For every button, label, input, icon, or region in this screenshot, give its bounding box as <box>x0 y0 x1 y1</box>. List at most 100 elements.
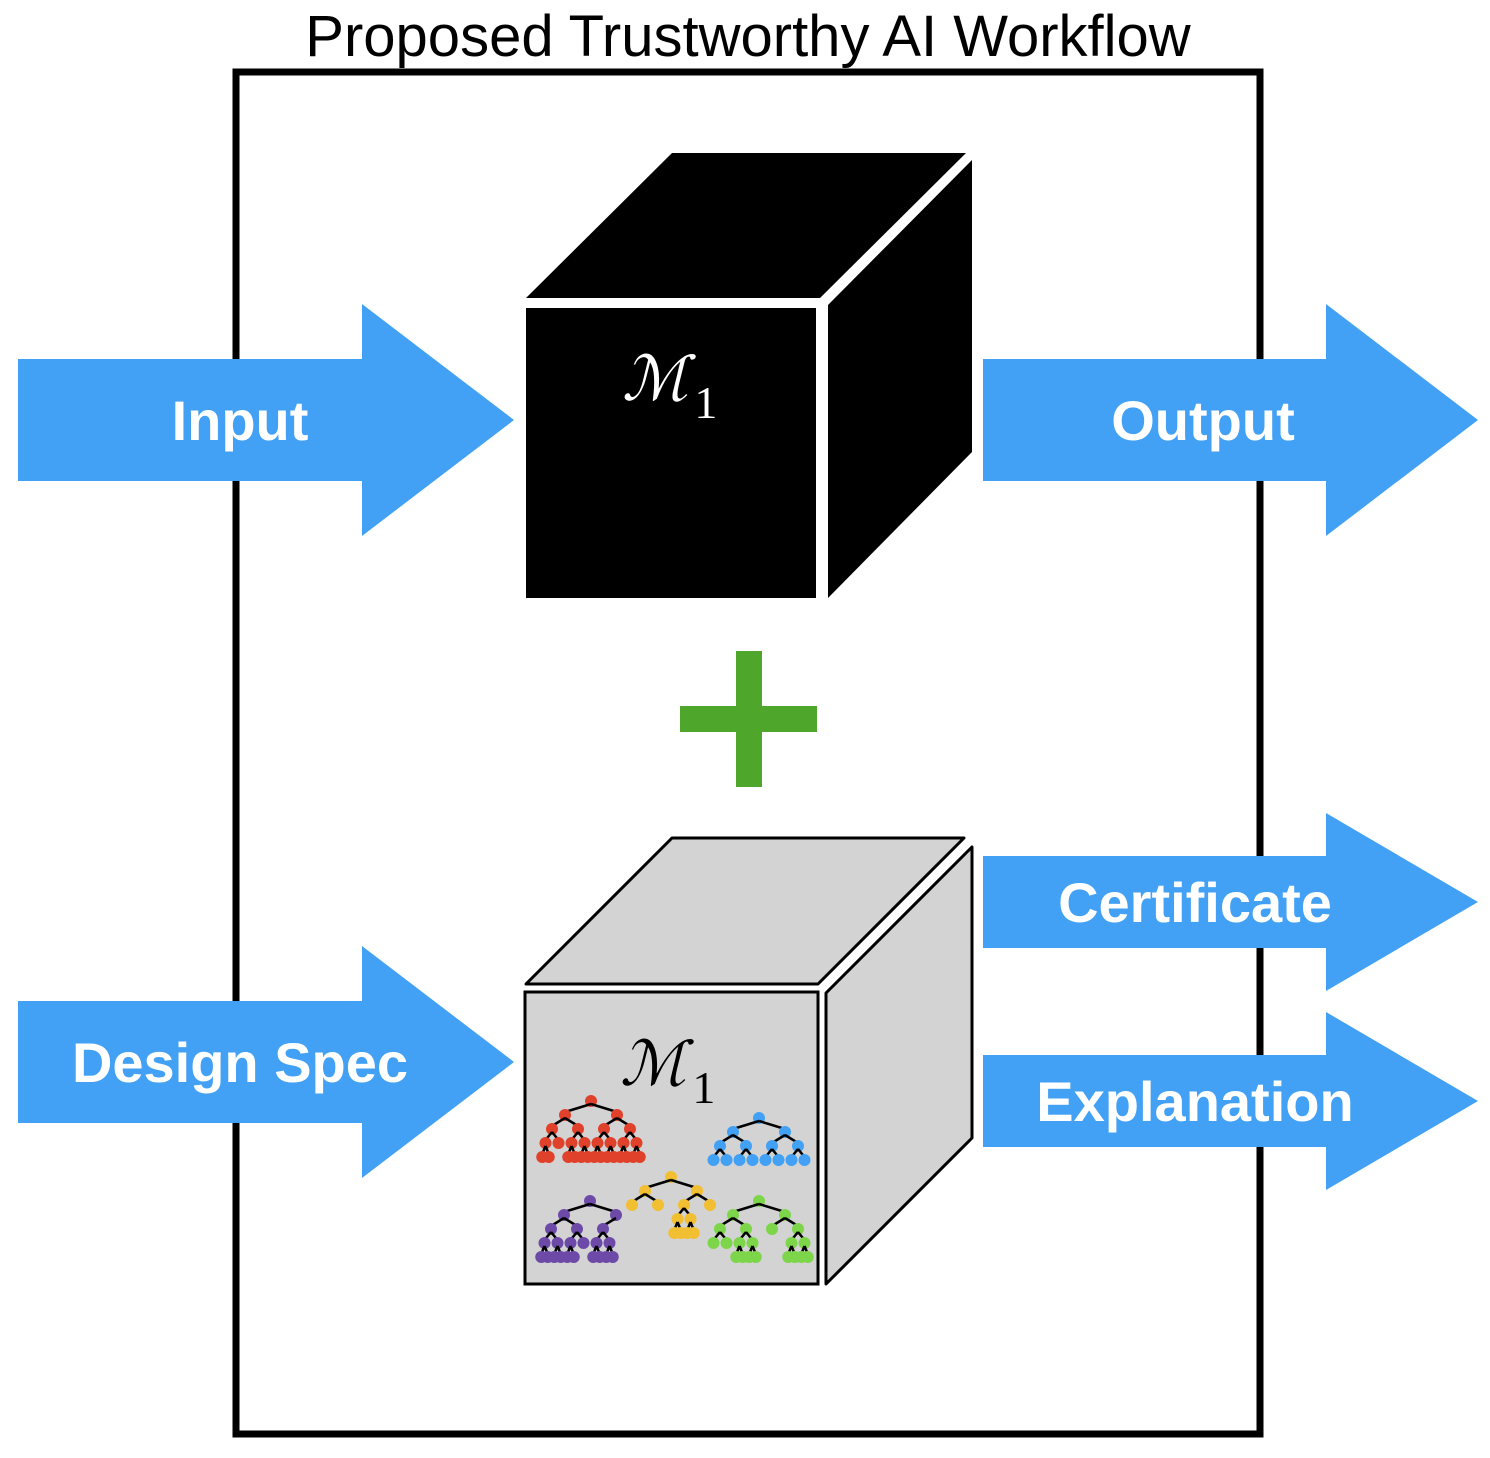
yellow-tree <box>626 1171 716 1239</box>
tree-node <box>626 1199 638 1211</box>
tree-edge <box>670 1178 698 1190</box>
red-tree <box>536 1095 646 1163</box>
black-box-front-face <box>526 308 816 598</box>
diagram-title: Proposed Trustworthy AI Workflow <box>305 4 1191 69</box>
output-arrow: Output <box>983 304 1478 536</box>
workflow-frame <box>232 68 1264 1438</box>
tree-node <box>785 1237 798 1249</box>
tree-node <box>707 1237 720 1249</box>
tree-node <box>551 1237 564 1249</box>
design-spec-arrow-label: Design Spec <box>72 1031 408 1094</box>
tree-node <box>604 1137 617 1149</box>
design-spec-arrow: Design Spec <box>18 946 514 1178</box>
tree-node <box>617 1137 630 1149</box>
tree-node <box>610 1209 622 1221</box>
tree-edge <box>732 1119 760 1131</box>
tree-node <box>671 1213 684 1225</box>
tree-node <box>639 1185 651 1197</box>
explanation-arrow-label: Explanation <box>1036 1070 1353 1133</box>
tree-node <box>678 1199 690 1211</box>
tree-node <box>624 1123 636 1135</box>
decision-trees-icon <box>535 1095 814 1263</box>
tree-node <box>630 1137 643 1149</box>
tree-node <box>740 1223 752 1235</box>
tree-node <box>590 1237 603 1249</box>
tree-node <box>759 1154 772 1166</box>
tree-node <box>707 1154 720 1166</box>
tree-node <box>766 1140 778 1152</box>
tree-node <box>598 1123 610 1135</box>
black-box-top-face <box>526 153 966 298</box>
interpretable-side-face <box>824 845 974 1286</box>
tree-node <box>539 1137 552 1149</box>
blue-tree <box>707 1112 811 1166</box>
tree-node <box>740 1140 752 1152</box>
tree-node <box>559 1109 571 1121</box>
tree-node <box>766 1223 778 1235</box>
tree-node <box>798 1154 811 1166</box>
tree-node <box>545 1223 557 1235</box>
tree-edge <box>732 1202 760 1214</box>
certificate-arrow-label: Certificate <box>1058 871 1332 934</box>
tree-node <box>720 1154 733 1166</box>
tree-node <box>714 1223 726 1235</box>
tree-node <box>691 1185 703 1197</box>
input-arrow: Input <box>18 304 514 536</box>
tree-edge <box>758 1119 786 1131</box>
tree-node <box>792 1223 804 1235</box>
tree-node <box>552 1137 565 1149</box>
tree-node <box>597 1223 609 1235</box>
purple-tree <box>535 1195 622 1263</box>
tree-node <box>633 1151 646 1163</box>
tree-edge <box>564 1102 592 1114</box>
tree-node <box>749 1251 762 1263</box>
tree-node <box>546 1123 558 1135</box>
tree-node <box>727 1209 739 1221</box>
tree-node <box>746 1237 759 1249</box>
tree-node <box>714 1140 726 1152</box>
tree-node <box>720 1237 733 1249</box>
tree-node <box>578 1137 591 1149</box>
tree-node <box>577 1237 590 1249</box>
tree-node <box>746 1154 759 1166</box>
tree-edge <box>589 1202 617 1214</box>
tree-node <box>558 1209 570 1221</box>
tree-edge <box>644 1178 672 1190</box>
tree-node <box>792 1140 804 1152</box>
tree-node <box>733 1154 746 1166</box>
input-arrow-label: Input <box>172 389 309 452</box>
tree-node <box>779 1209 791 1221</box>
tree-node <box>652 1199 664 1211</box>
tree-node <box>779 1126 791 1138</box>
tree-node <box>687 1227 700 1239</box>
certificate-arrow: Certificate <box>983 813 1478 991</box>
tree-node <box>704 1199 716 1211</box>
tree-node <box>538 1237 551 1249</box>
tree-node <box>565 1137 578 1149</box>
tree-node <box>798 1237 811 1249</box>
tree-edge <box>758 1202 786 1214</box>
tree-node <box>591 1137 604 1149</box>
tree-node <box>571 1223 583 1235</box>
green-tree <box>707 1195 814 1263</box>
tree-node <box>564 1237 577 1249</box>
plus-icon <box>680 651 817 787</box>
tree-node <box>542 1151 555 1163</box>
tree-node <box>801 1251 814 1263</box>
tree-edge <box>563 1202 591 1214</box>
tree-node <box>603 1237 616 1249</box>
black-box-side-face <box>828 160 972 598</box>
tree-node <box>772 1154 785 1166</box>
interpretable-top-face <box>524 836 966 986</box>
tree-node <box>611 1109 623 1121</box>
tree-node <box>572 1123 584 1135</box>
tree-node <box>567 1251 580 1263</box>
tree-edge <box>590 1102 618 1114</box>
tree-node <box>727 1126 739 1138</box>
tree-node <box>733 1237 746 1249</box>
